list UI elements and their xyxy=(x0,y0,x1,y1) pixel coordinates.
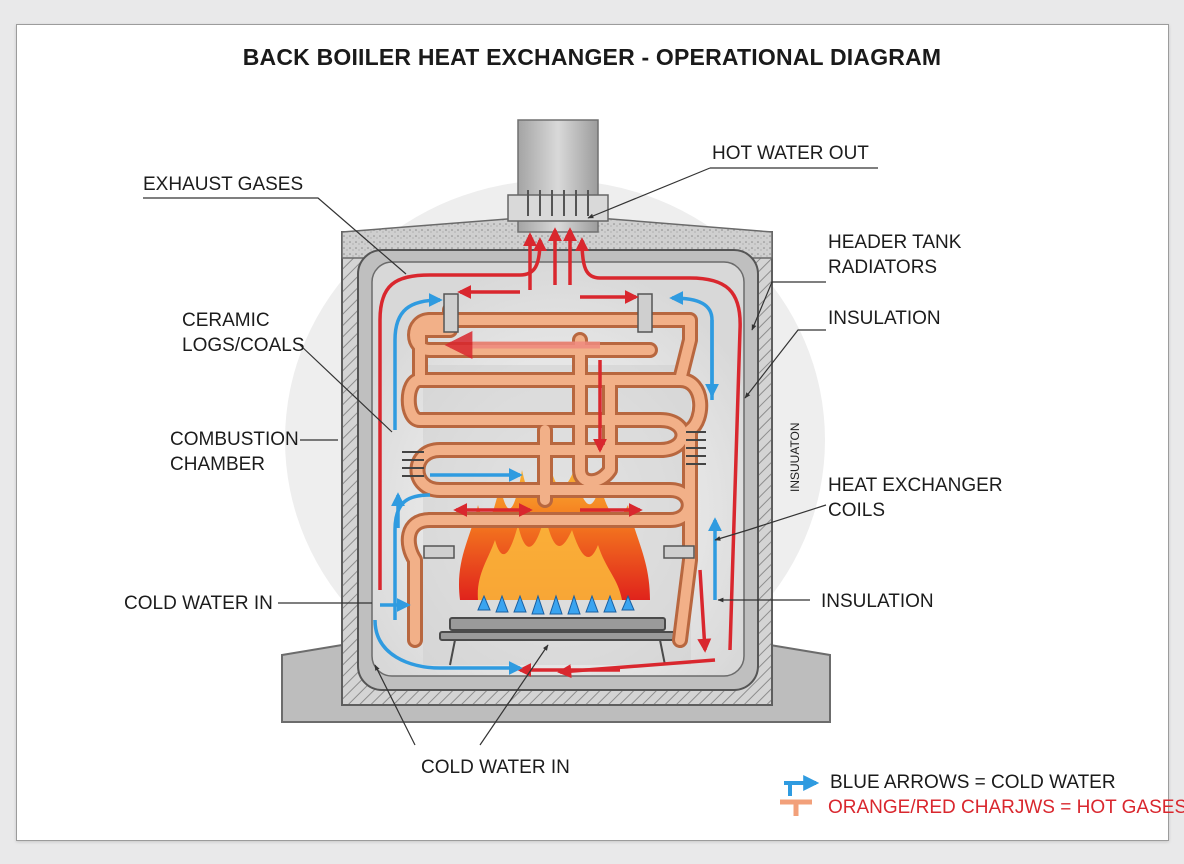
label-insulation-top: INSULATION xyxy=(828,308,941,329)
label-header-tank: HEADER TANK RADIATORS xyxy=(828,232,962,278)
label-insulation-bottom: INSULATION xyxy=(821,591,934,612)
label-hot-water-out: HOT WATER OUT xyxy=(712,143,869,164)
fire-grate xyxy=(439,617,676,666)
label-heat-exchanger: HEAT EXCHANGER COILS xyxy=(828,475,1003,521)
label-ceramic-logs: CERAMIC LOGS/COALS xyxy=(182,310,305,356)
cold-water-arrows xyxy=(373,291,722,675)
diagram-title: BACK BOIILER HEAT EXCHANGER - OPERATIONA… xyxy=(242,44,942,70)
label-insulation-vertical: INSUUATON xyxy=(788,422,802,492)
label-combustion-chamber: COMBUSTION CHAMBER xyxy=(170,429,299,475)
legend-blue-text: BLUE ARROWS = COLD WATER xyxy=(830,772,1116,793)
legend-blue-swatch xyxy=(784,775,820,796)
label-exhaust-gases: EXHAUST GASES xyxy=(143,174,304,195)
legend-orange-swatch xyxy=(780,799,812,816)
hot-gas-arrows xyxy=(378,227,742,679)
label-cold-water-in-bottom: COLD WATER IN xyxy=(421,757,570,778)
legend-orange-text: ORANGE/RED CHARJWS = HOT GASES xyxy=(828,797,1184,818)
label-cold-water-in-left: COLD WATER IN xyxy=(124,593,273,614)
leader-lines xyxy=(143,167,878,746)
heat-exchanger-coils xyxy=(400,302,709,648)
